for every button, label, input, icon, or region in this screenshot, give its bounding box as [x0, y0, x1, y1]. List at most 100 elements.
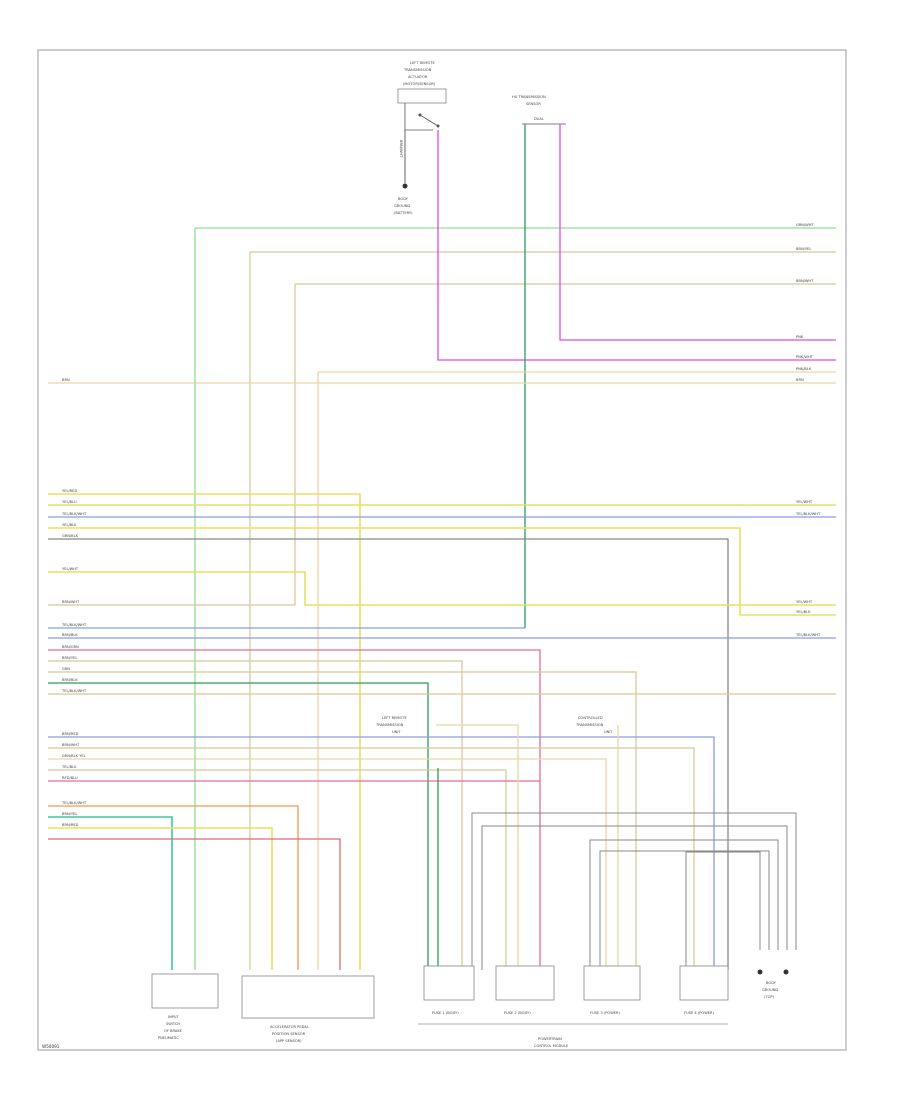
- left-wire-label: BRN/WHT: [62, 743, 80, 747]
- svg-text:FUSE 2 (BODY): FUSE 2 (BODY): [504, 1011, 531, 1015]
- left-wire-label: TEL/BLK/WHT: [61, 689, 87, 693]
- right-wire-label: BRN/WHT: [796, 279, 814, 283]
- svg-text:CONTROL MODULE: CONTROL MODULE: [534, 1044, 569, 1048]
- mid-module-title-2: POSITION SENSOR: [272, 1032, 306, 1036]
- svg-text:TRANSMISSION: TRANSMISSION: [375, 723, 404, 727]
- wire-12: [48, 493, 361, 970]
- left-wire-label: BRN/GRN: [62, 645, 79, 649]
- wire-6: [437, 130, 836, 361]
- mid-module-title-1: ACCELERATOR PEDAL: [270, 1025, 309, 1029]
- left-wire-label: BRN/BLK: [62, 678, 78, 682]
- wire-23: [48, 671, 637, 970]
- figure-id: W50091: [42, 1044, 60, 1049]
- top-switch-title-1: LEFT REMOTE: [410, 61, 436, 65]
- svg-text:FUSE 4 (POWER): FUSE 4 (POWER): [684, 1011, 715, 1015]
- mid-label-2: CONTROLLED TRANSMISSION UNIT: [575, 716, 613, 734]
- top-switch-title-3: ACTUATOR: [408, 75, 428, 79]
- wire-38: [471, 812, 797, 970]
- wire-34: [48, 838, 341, 970]
- right-wire-label: PNK/WHT: [796, 355, 814, 359]
- left-wire-label: TEL/BLK/WHT: [61, 512, 87, 516]
- wire-26: [48, 736, 715, 970]
- wire-21: [48, 649, 541, 970]
- right-wire-label: PNK/BLK: [796, 367, 812, 371]
- svg-text:UNIT: UNIT: [392, 730, 401, 734]
- left-wire-label: BRN/RED: [62, 823, 79, 827]
- mid-label-1: LEFT REMOTE TRANSMISSION UNIT: [375, 716, 408, 734]
- right-wire-label: GRN/WHT: [796, 223, 814, 227]
- right-wire-label: YEL/WHT: [796, 600, 813, 604]
- left-wire-label: BRN/BLK: [62, 633, 78, 637]
- svg-text:POWERTRAIN: POWERTRAIN: [538, 1037, 562, 1041]
- right-ground-component: BODY GROUND (TOP): [757, 969, 789, 999]
- top-switch-title-2: TRANSMISSION: [403, 68, 432, 72]
- top-ground-label-3: (BATTERY): [394, 211, 413, 215]
- left-wire-label: BRN/YEL: [62, 656, 77, 660]
- left-module-component: INPUT SWITCH OF BRAKE PNEUMATIC: [151, 973, 219, 1040]
- wire-16: [48, 538, 729, 970]
- left-wire-label: TEL/BLK/WHT: [61, 801, 87, 805]
- wire-27: [48, 747, 695, 970]
- top-sensor-title-2: SENSOR: [526, 102, 541, 106]
- top-sensor-component: HU TRANSMISSION SENSOR DUAL: [512, 95, 566, 125]
- mid-module-title-3: (APP SENSOR): [276, 1039, 302, 1043]
- right-wire-label: YEL/BLK: [796, 610, 811, 614]
- left-wire-label: GRN/BLK YEL: [62, 754, 86, 758]
- wire-35: [436, 724, 519, 970]
- svg-text:(TOP): (TOP): [764, 995, 775, 999]
- top-switch-title-4: (MOTOR/SENSOR): [403, 82, 436, 86]
- diagram-frame: [37, 49, 847, 1051]
- left-wire-label: GRN: [62, 667, 70, 671]
- wire-31: [48, 805, 299, 970]
- left-wire-label: YEL/BLK: [62, 523, 77, 527]
- bottom-connectors: FUSE 1 (BODY) FUSE 2 (BODY) FUSE 3 (POWE…: [418, 965, 729, 1048]
- left-wire-label: BRN: [62, 378, 70, 382]
- wire-label-group: GRN/WHT BRN/YEL BRN/WHT PNK PNK/WHT PNK/BLK BR…: [61, 223, 821, 827]
- svg-text:GROUND: GROUND: [762, 988, 778, 992]
- top-switch-box: [397, 88, 447, 104]
- wire-15: [48, 527, 836, 616]
- wire-33: [48, 827, 273, 970]
- left-wire-label: BRN/YEL: [62, 812, 77, 816]
- left-wire-label: GRN/BLK: [62, 534, 79, 538]
- svg-text:LEFT REMOTE: LEFT REMOTE: [382, 716, 408, 720]
- left-wire-label: YEL/BLU: [62, 500, 77, 504]
- switch-contact: [419, 114, 439, 127]
- top-switch-component: LEFT REMOTE TRANSMISSION ACTUATOR (MOTOR…: [394, 61, 447, 215]
- left-wire-label: YEL/WHT: [62, 567, 79, 571]
- left-wire-label: RED/BLU: [62, 776, 78, 780]
- right-wire-label: BRN/YEL: [796, 247, 811, 251]
- left-wire-label: BRN/WHT: [62, 600, 80, 604]
- left-wire-label: YEL/RED: [62, 489, 77, 493]
- wire-28: [48, 758, 607, 970]
- wire-29: [48, 769, 507, 970]
- svg-text:TRANSMISSION: TRANSMISSION: [575, 723, 604, 727]
- wire-24: [48, 682, 429, 970]
- wire-7: [559, 124, 836, 341]
- top-ground-label-2: GROUND: [394, 204, 410, 208]
- right-wire-label: YEL/WHT: [796, 500, 813, 504]
- wire-40: [589, 839, 779, 970]
- right-wire-label: BRN: [796, 378, 804, 382]
- right-wire-label: PNK: [796, 335, 804, 339]
- left-module-title-4: PNEUMATIC: [158, 1036, 179, 1040]
- top-sensor-sub: DUAL: [534, 117, 544, 121]
- right-wire-label: TEL/BLK/WHT: [795, 512, 821, 516]
- wire-39: [481, 825, 788, 970]
- left-module-box: [151, 973, 219, 1009]
- wire-41: [599, 850, 770, 970]
- ground-symbol: [402, 183, 408, 189]
- wire-32: [48, 816, 173, 970]
- wire-42: [685, 851, 761, 970]
- svg-text:UNIT: UNIT: [604, 730, 613, 734]
- left-wire-label: TEL/BLK/WHT: [61, 623, 87, 627]
- svg-text:FUSE 3 (POWER): FUSE 3 (POWER): [590, 1011, 621, 1015]
- mid-module-box: [241, 975, 375, 1019]
- left-wire-label: BRN/RED: [62, 732, 79, 736]
- top-ground-label-1: BODY: [398, 197, 409, 201]
- wire-17: [48, 571, 836, 606]
- left-module-title-1: INPUT: [168, 1015, 180, 1019]
- right-wire-label: TEL/BLK/WHT: [795, 633, 821, 637]
